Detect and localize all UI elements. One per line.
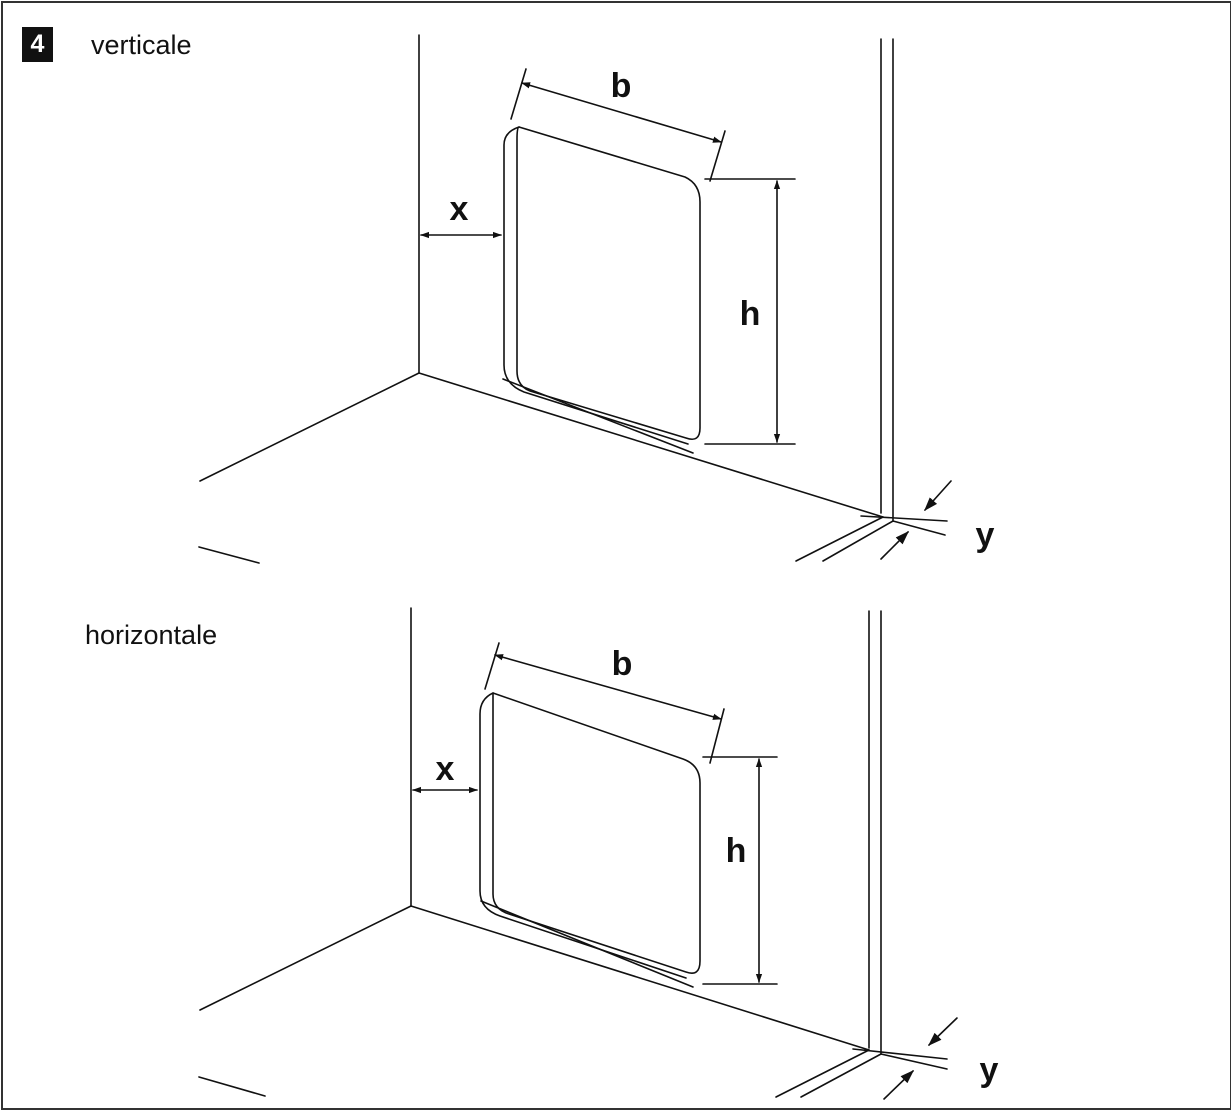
view-horizontal [198, 607, 958, 1100]
label-h-top: h [740, 295, 761, 333]
installation-diagram: b h x y b h x y [198, 34, 999, 1100]
view-title-vertical: verticale [91, 30, 192, 60]
label-x-bottom: x [436, 750, 455, 788]
room-outline-top [198, 34, 948, 564]
panel-top [502, 126, 701, 454]
label-x-top: x [450, 190, 469, 228]
label-y-bottom: y [980, 1051, 999, 1089]
room-outline-bottom [198, 607, 948, 1098]
dimension-h-bottom [702, 756, 778, 985]
dimension-b-top [510, 68, 726, 182]
dimension-y-top [880, 480, 952, 560]
label-y-top: y [976, 516, 995, 554]
dimension-y-bottom [883, 1017, 958, 1100]
dimension-b-bottom [484, 642, 725, 764]
view-title-horizontal: horizontale [85, 620, 218, 650]
panel-bottom [479, 692, 701, 988]
view-vertical [198, 34, 952, 564]
label-b-bottom: b [612, 645, 633, 683]
figure-number-badge: 4 [22, 27, 53, 62]
dimension-h-top [704, 178, 796, 445]
label-b-top: b [611, 67, 632, 105]
label-h-bottom: h [726, 832, 747, 870]
